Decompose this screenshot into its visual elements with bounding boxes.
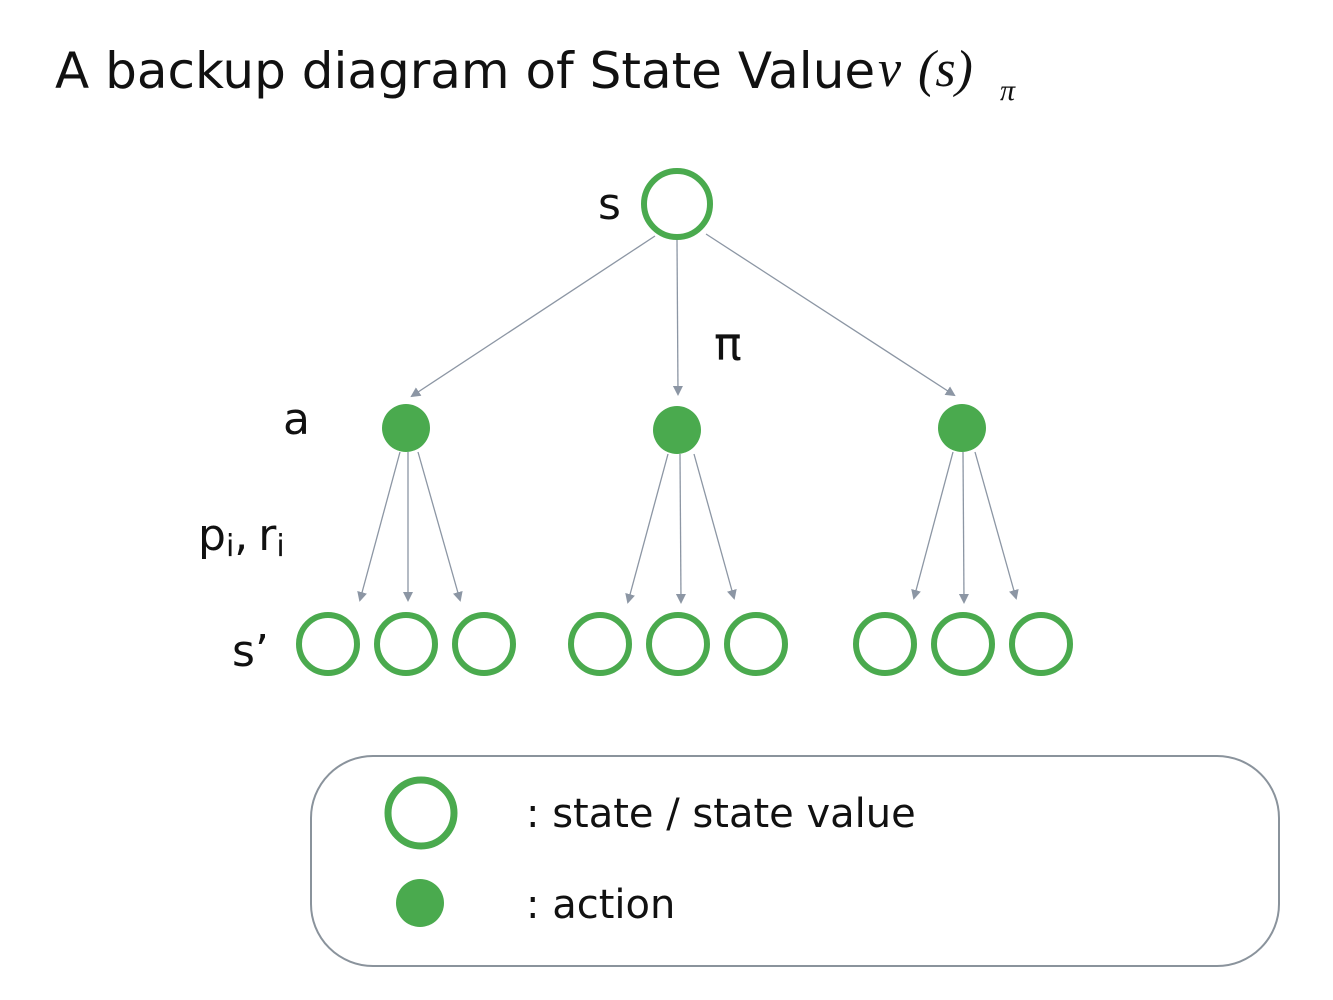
title-math-s: (s): [918, 41, 973, 98]
legend-state-label: : state / state value: [526, 791, 916, 837]
next-state-node: [646, 612, 710, 676]
action-label: a: [283, 394, 310, 445]
edge: [675, 453, 686, 604]
title: A backup diagram of State Value: [55, 42, 875, 100]
legend-action-label: : action: [526, 882, 675, 928]
next-state-node: [296, 612, 360, 676]
next-state-node: [374, 612, 438, 676]
edge-root-a1: [410, 235, 656, 398]
edges: [357, 233, 1019, 604]
legend-state-icon: [384, 776, 458, 850]
edge: [625, 453, 669, 604]
next-state-node: [452, 612, 516, 676]
next-state-node: [931, 612, 995, 676]
next-state-node: [1009, 612, 1073, 676]
edge: [417, 451, 463, 602]
action-node: [382, 404, 430, 452]
title-math-v: v: [878, 41, 902, 98]
legend-action-icon: [396, 879, 444, 927]
next-state-node: [853, 612, 917, 676]
edge: [357, 451, 401, 602]
next-state-node: [724, 612, 788, 676]
state-label: s: [598, 179, 621, 230]
next-state-label: s’: [232, 626, 269, 677]
root-state-node: [641, 168, 713, 240]
action-node: [938, 404, 986, 452]
edge: [911, 451, 954, 600]
policy-label: π: [714, 317, 742, 371]
edge-root-a2: [672, 239, 683, 396]
transition-label: pi,ri: [198, 510, 285, 564]
action-node: [653, 406, 701, 454]
next-state-nodes: [296, 612, 1073, 676]
edge: [974, 451, 1019, 600]
legend-box: [310, 755, 1280, 967]
next-state-node: [568, 612, 632, 676]
edge: [693, 453, 737, 600]
title-math-subscript: π: [1000, 74, 1016, 107]
edge: [958, 451, 969, 604]
edge-root-a3: [705, 233, 956, 397]
